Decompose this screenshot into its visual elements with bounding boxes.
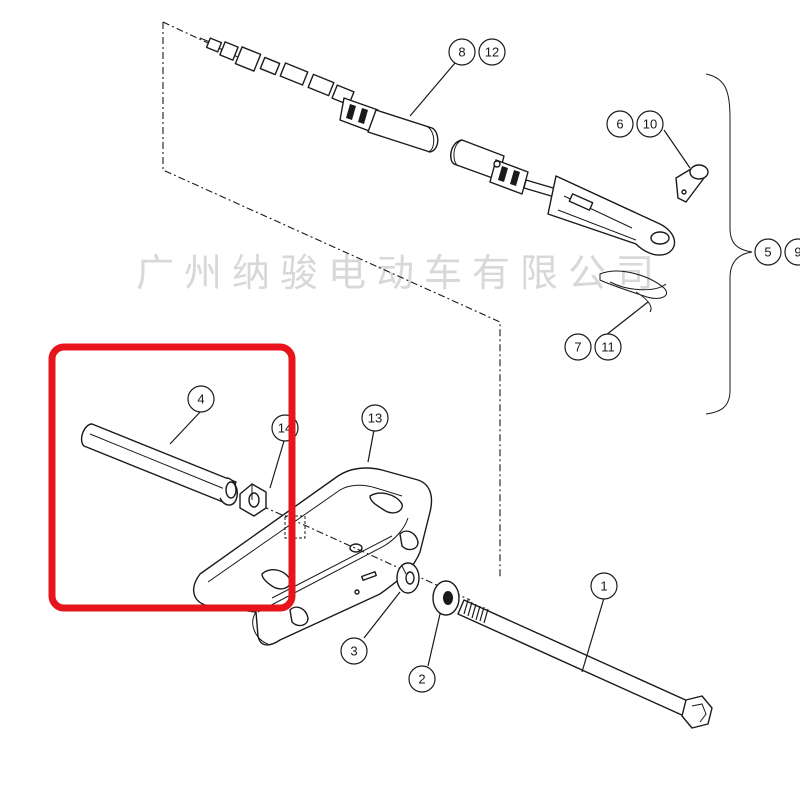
callout-3: 3 [340, 637, 368, 665]
highlight-box [48, 343, 296, 612]
svg-text:8: 8 [458, 45, 465, 60]
hex-nut [239, 483, 267, 517]
hairpin-clip [599, 270, 667, 313]
group-brace [705, 73, 753, 415]
svg-text:10: 10 [643, 117, 657, 132]
svg-text:2: 2 [418, 672, 425, 687]
clevis-pin [675, 164, 709, 203]
svg-text:12: 12 [485, 45, 499, 60]
flat-washer [432, 580, 460, 616]
cable-assembly [199, 37, 676, 256]
svg-text:1: 1 [600, 579, 607, 594]
hex-rod [80, 423, 238, 506]
callout-2: 2 [408, 665, 436, 693]
svg-text:11: 11 [601, 340, 615, 355]
callout-1: 1 [590, 572, 618, 600]
leader-lines [169, 62, 691, 673]
axis-centerline [261, 505, 471, 601]
svg-text:6: 6 [616, 117, 623, 132]
callout-11: 11 [594, 333, 622, 361]
callout-8: 8 [448, 38, 476, 66]
watermark-text: 广州纳骏电动车有限公司 [136, 251, 664, 295]
svg-text:5: 5 [764, 245, 771, 260]
svg-text:7: 7 [574, 340, 581, 355]
callout-4: 4 [187, 385, 215, 413]
svg-text:13: 13 [368, 411, 382, 426]
svg-text:9: 9 [794, 245, 800, 260]
lock-washer [396, 562, 420, 594]
callout-12: 12 [478, 38, 506, 66]
callout-6: 6 [606, 110, 634, 138]
hex-bolt [457, 599, 713, 729]
callout-9: 9 [784, 238, 800, 266]
callout-5: 5 [754, 238, 782, 266]
pivot-bracket [192, 467, 433, 646]
callout-13: 13 [361, 404, 389, 432]
callout-7: 7 [564, 333, 592, 361]
svg-text:3: 3 [350, 644, 357, 659]
callout-10: 10 [636, 110, 664, 138]
svg-text:4: 4 [197, 392, 204, 407]
